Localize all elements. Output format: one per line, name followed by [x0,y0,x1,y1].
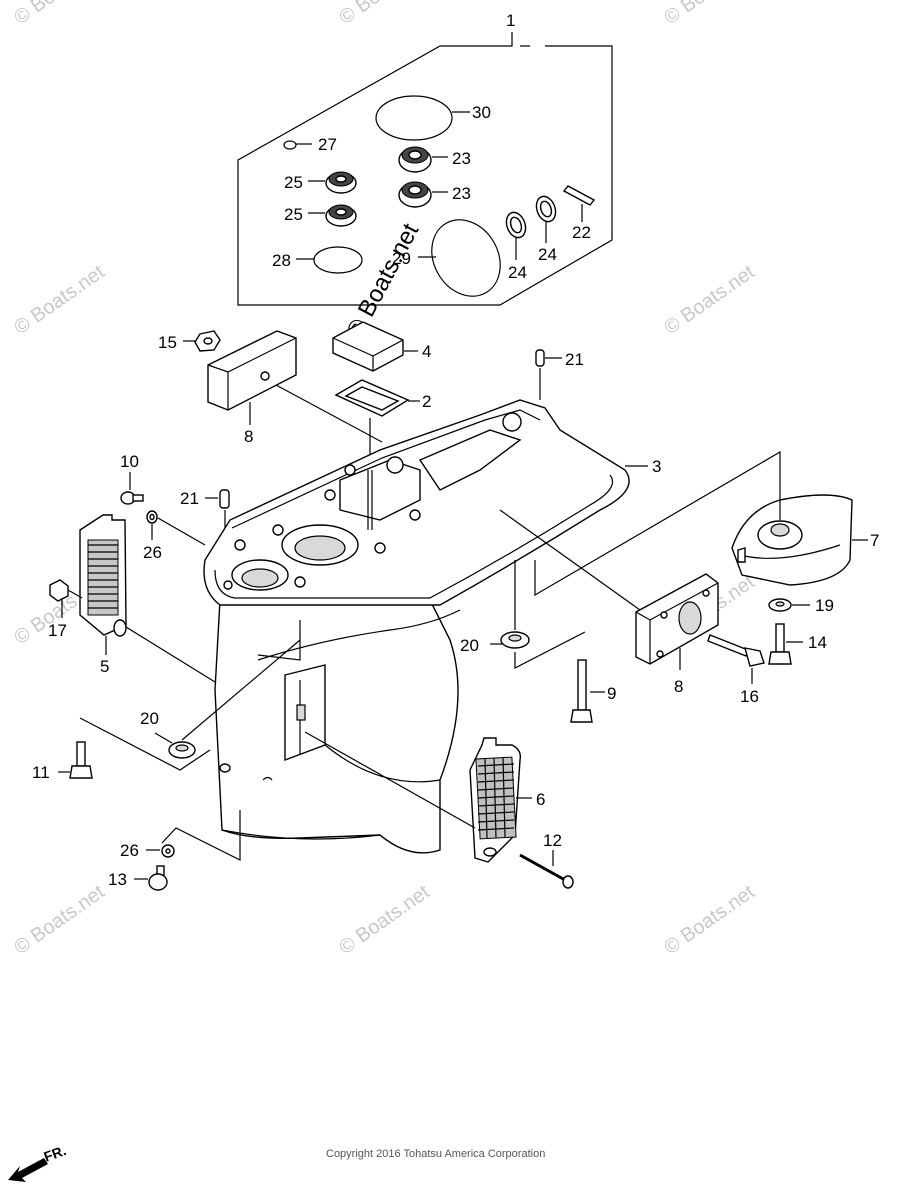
callout-22: 22 [572,223,591,242]
o-ring-29 [418,219,501,297]
watermark: © Boats.net [660,881,759,959]
gearcase-housing [203,399,648,854]
callout-6: 6 [536,790,545,809]
bolt-16 [707,634,765,684]
damper-8-right [499,509,719,670]
callout-25: 25 [284,173,303,192]
bearing-23 [398,146,448,208]
callout-28: 28 [272,251,291,270]
o-ring-27 [283,140,312,150]
callout-3: 3 [652,457,661,476]
callout-2: 2 [422,392,431,411]
callout-26: 26 [120,841,139,860]
bolt-13-washer-26 [134,810,241,891]
watermark: © Boats.net [10,881,109,959]
callout-23: 23 [452,184,471,203]
callout-27: 27 [318,135,337,154]
callout-4: 4 [422,342,431,361]
bolt-11-washer-20 [58,639,301,779]
callout-8: 8 [674,677,683,696]
callout-9: 9 [607,684,616,703]
callout-23: 23 [452,149,471,168]
callout-19: 19 [815,596,834,615]
nut-17 [49,579,83,618]
front-arrow-icon: FR. [8,1142,68,1182]
bolt-10 [120,472,144,505]
callout-20: 20 [140,709,159,728]
watermark: © Boats.net [10,261,109,339]
callout-13: 13 [108,870,127,889]
callout-29: 29 [392,249,411,268]
callout-25: 25 [284,205,303,224]
callout-20: 20 [460,636,479,655]
watermark: © Boats.net [335,881,434,959]
callout-8: 8 [244,427,253,446]
bearing-25 [308,171,357,227]
watermark: © Boats.net [660,261,759,339]
pin-22 [562,185,596,222]
callout-1: 1 [506,11,515,30]
bolt-14 [768,623,803,665]
callout-24: 24 [538,245,557,264]
callout-17: 17 [48,621,67,640]
bolt-9 [570,659,605,723]
callout-7: 7 [870,531,879,550]
screw-12 [519,850,574,889]
callout-26: 26 [143,543,162,562]
washer-26-upper [146,510,206,546]
block-4 [332,321,418,372]
callout-11: 11 [32,763,50,782]
callout-14: 14 [808,633,827,652]
callout-16: 16 [740,687,759,706]
callout-12: 12 [543,831,562,850]
callout-15: 15 [158,333,177,352]
callout-30: 30 [472,103,491,122]
washer-20-center [490,560,586,669]
callout-24: 24 [508,263,527,282]
grille-6 [304,731,532,863]
o-ring-30 [375,95,470,141]
front-marker-label: FR. [42,1142,69,1165]
watermark-center: © Boats.net [341,219,424,343]
nut-15 [183,330,221,352]
callout-5: 5 [100,657,109,676]
callout-labels: 1 30 27 23 25 23 25 22 24 24 28 29 15 4 … [32,11,879,889]
washer-19 [768,598,810,612]
watermark: © Boats.net [335,0,434,29]
o-ring-28 [296,246,363,274]
damper-8-top [207,330,383,443]
callout-21: 21 [565,350,584,369]
watermark: © Boats.net [10,0,109,29]
callout-21: 21 [180,489,199,508]
copyright-text: Copyright 2016 Tohatsu America Corporati… [326,1148,545,1160]
callout-10: 10 [120,452,139,471]
kit-bracket [237,32,613,306]
oil-seal-24 [505,195,557,260]
anode-7 [534,450,868,597]
watermark: © Boats.net [660,0,759,29]
grille-5 [79,514,216,683]
